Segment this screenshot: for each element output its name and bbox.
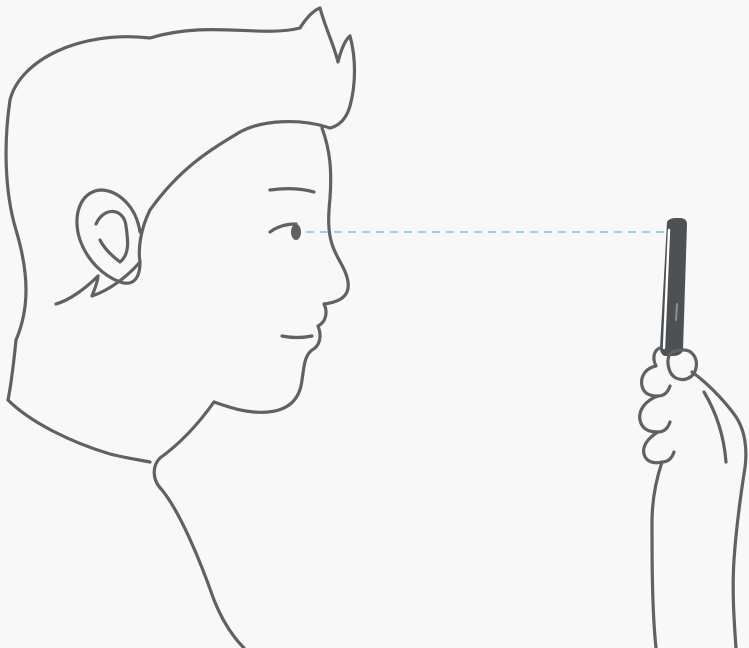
smartphone-icon [660,218,687,356]
hand-icon [640,218,746,648]
eyebrow [270,189,314,192]
face-outline [214,128,348,412]
eye [291,224,301,240]
finger-crease-2 [658,422,670,432]
ear-outline [77,190,140,283]
hair-outline [10,8,355,210]
person-profile-icon [6,8,354,648]
sideburn-outline [56,210,150,304]
finger-crease-1 [658,386,670,396]
phone-side-button [676,304,677,320]
shoulder-back [8,400,150,462]
mouth [282,336,312,338]
finger-crease-3 [662,452,674,462]
head-back-outline [6,100,26,400]
hand-outline [640,348,662,648]
neck-front [154,402,244,648]
hand-back-outline [692,372,746,648]
ear-inner-outline [96,211,128,262]
